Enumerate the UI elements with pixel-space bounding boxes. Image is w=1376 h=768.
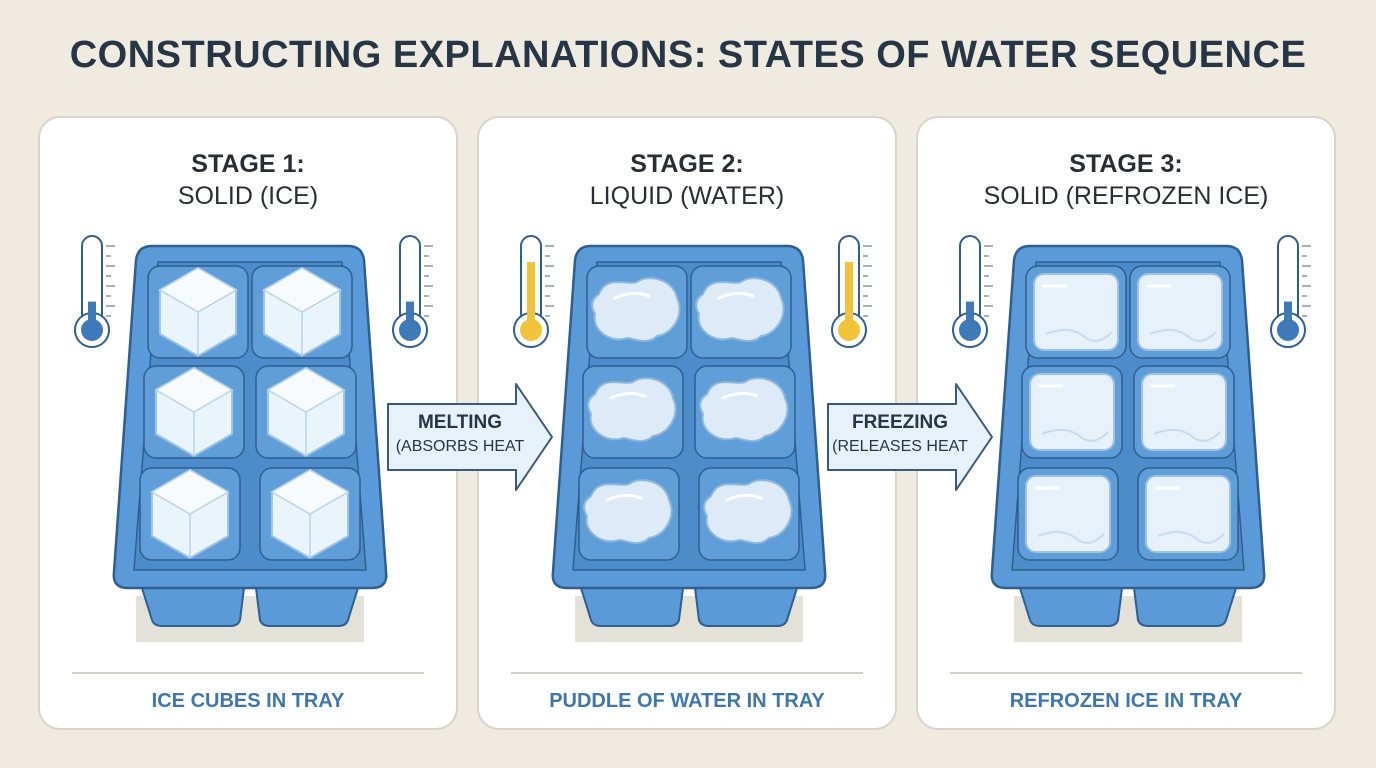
arrow-right-icon — [387, 383, 553, 491]
stage-state: LIQUID (WATER) — [589, 182, 785, 210]
water-puddles — [583, 277, 793, 545]
divider — [511, 672, 863, 674]
stage-state: SOLID (ICE) — [177, 182, 319, 210]
thermometer-icon — [513, 235, 554, 348]
stage-3-panel: STAGE 3: SOLID (REFROZEN ICE) REFROZEN I… — [916, 116, 1336, 730]
tray-illustration — [74, 235, 433, 642]
thermometer-icon — [1270, 235, 1311, 348]
stage-number: STAGE 2: — [630, 150, 744, 178]
stage-state: SOLID (REFROZEN ICE) — [983, 182, 1269, 210]
stage-number: STAGE 1: — [191, 150, 305, 178]
tray-illustration — [513, 235, 872, 642]
transition-detail: (RELEASES HEAT — [832, 438, 968, 455]
transition-label: FREEZING — [851, 412, 949, 433]
page-title: CONSTRUCTING EXPLANATIONS: STATES OF WAT… — [69, 34, 1307, 76]
tray-illustration — [952, 235, 1311, 642]
divider — [72, 672, 424, 674]
thermometer-icon — [952, 235, 993, 348]
transition-detail: (ABSORBS HEAT — [395, 438, 525, 455]
ice-cubes — [150, 266, 350, 560]
thermometer-icon — [74, 235, 115, 348]
melting-arrow: MELTING (ABSORBS HEAT — [386, 382, 556, 492]
thermometer-icon — [392, 235, 433, 348]
stage-caption: REFROZEN ICE IN TRAY — [1009, 690, 1243, 712]
transition-label: MELTING — [417, 412, 503, 433]
thermometer-icon — [831, 235, 872, 348]
refrozen-ice — [1025, 273, 1231, 553]
arrow-right-icon — [827, 383, 993, 491]
stage-number: STAGE 3: — [1069, 150, 1183, 178]
freezing-arrow: FREEZING (RELEASES HEAT — [826, 382, 996, 492]
stage-caption: PUDDLE OF WATER IN TRAY — [549, 690, 825, 712]
divider — [950, 672, 1302, 674]
stage-caption: ICE CUBES IN TRAY — [151, 690, 345, 712]
stage-2-panel: STAGE 2: LIQUID (WATER) PUDDLE OF WATER … — [477, 116, 897, 730]
